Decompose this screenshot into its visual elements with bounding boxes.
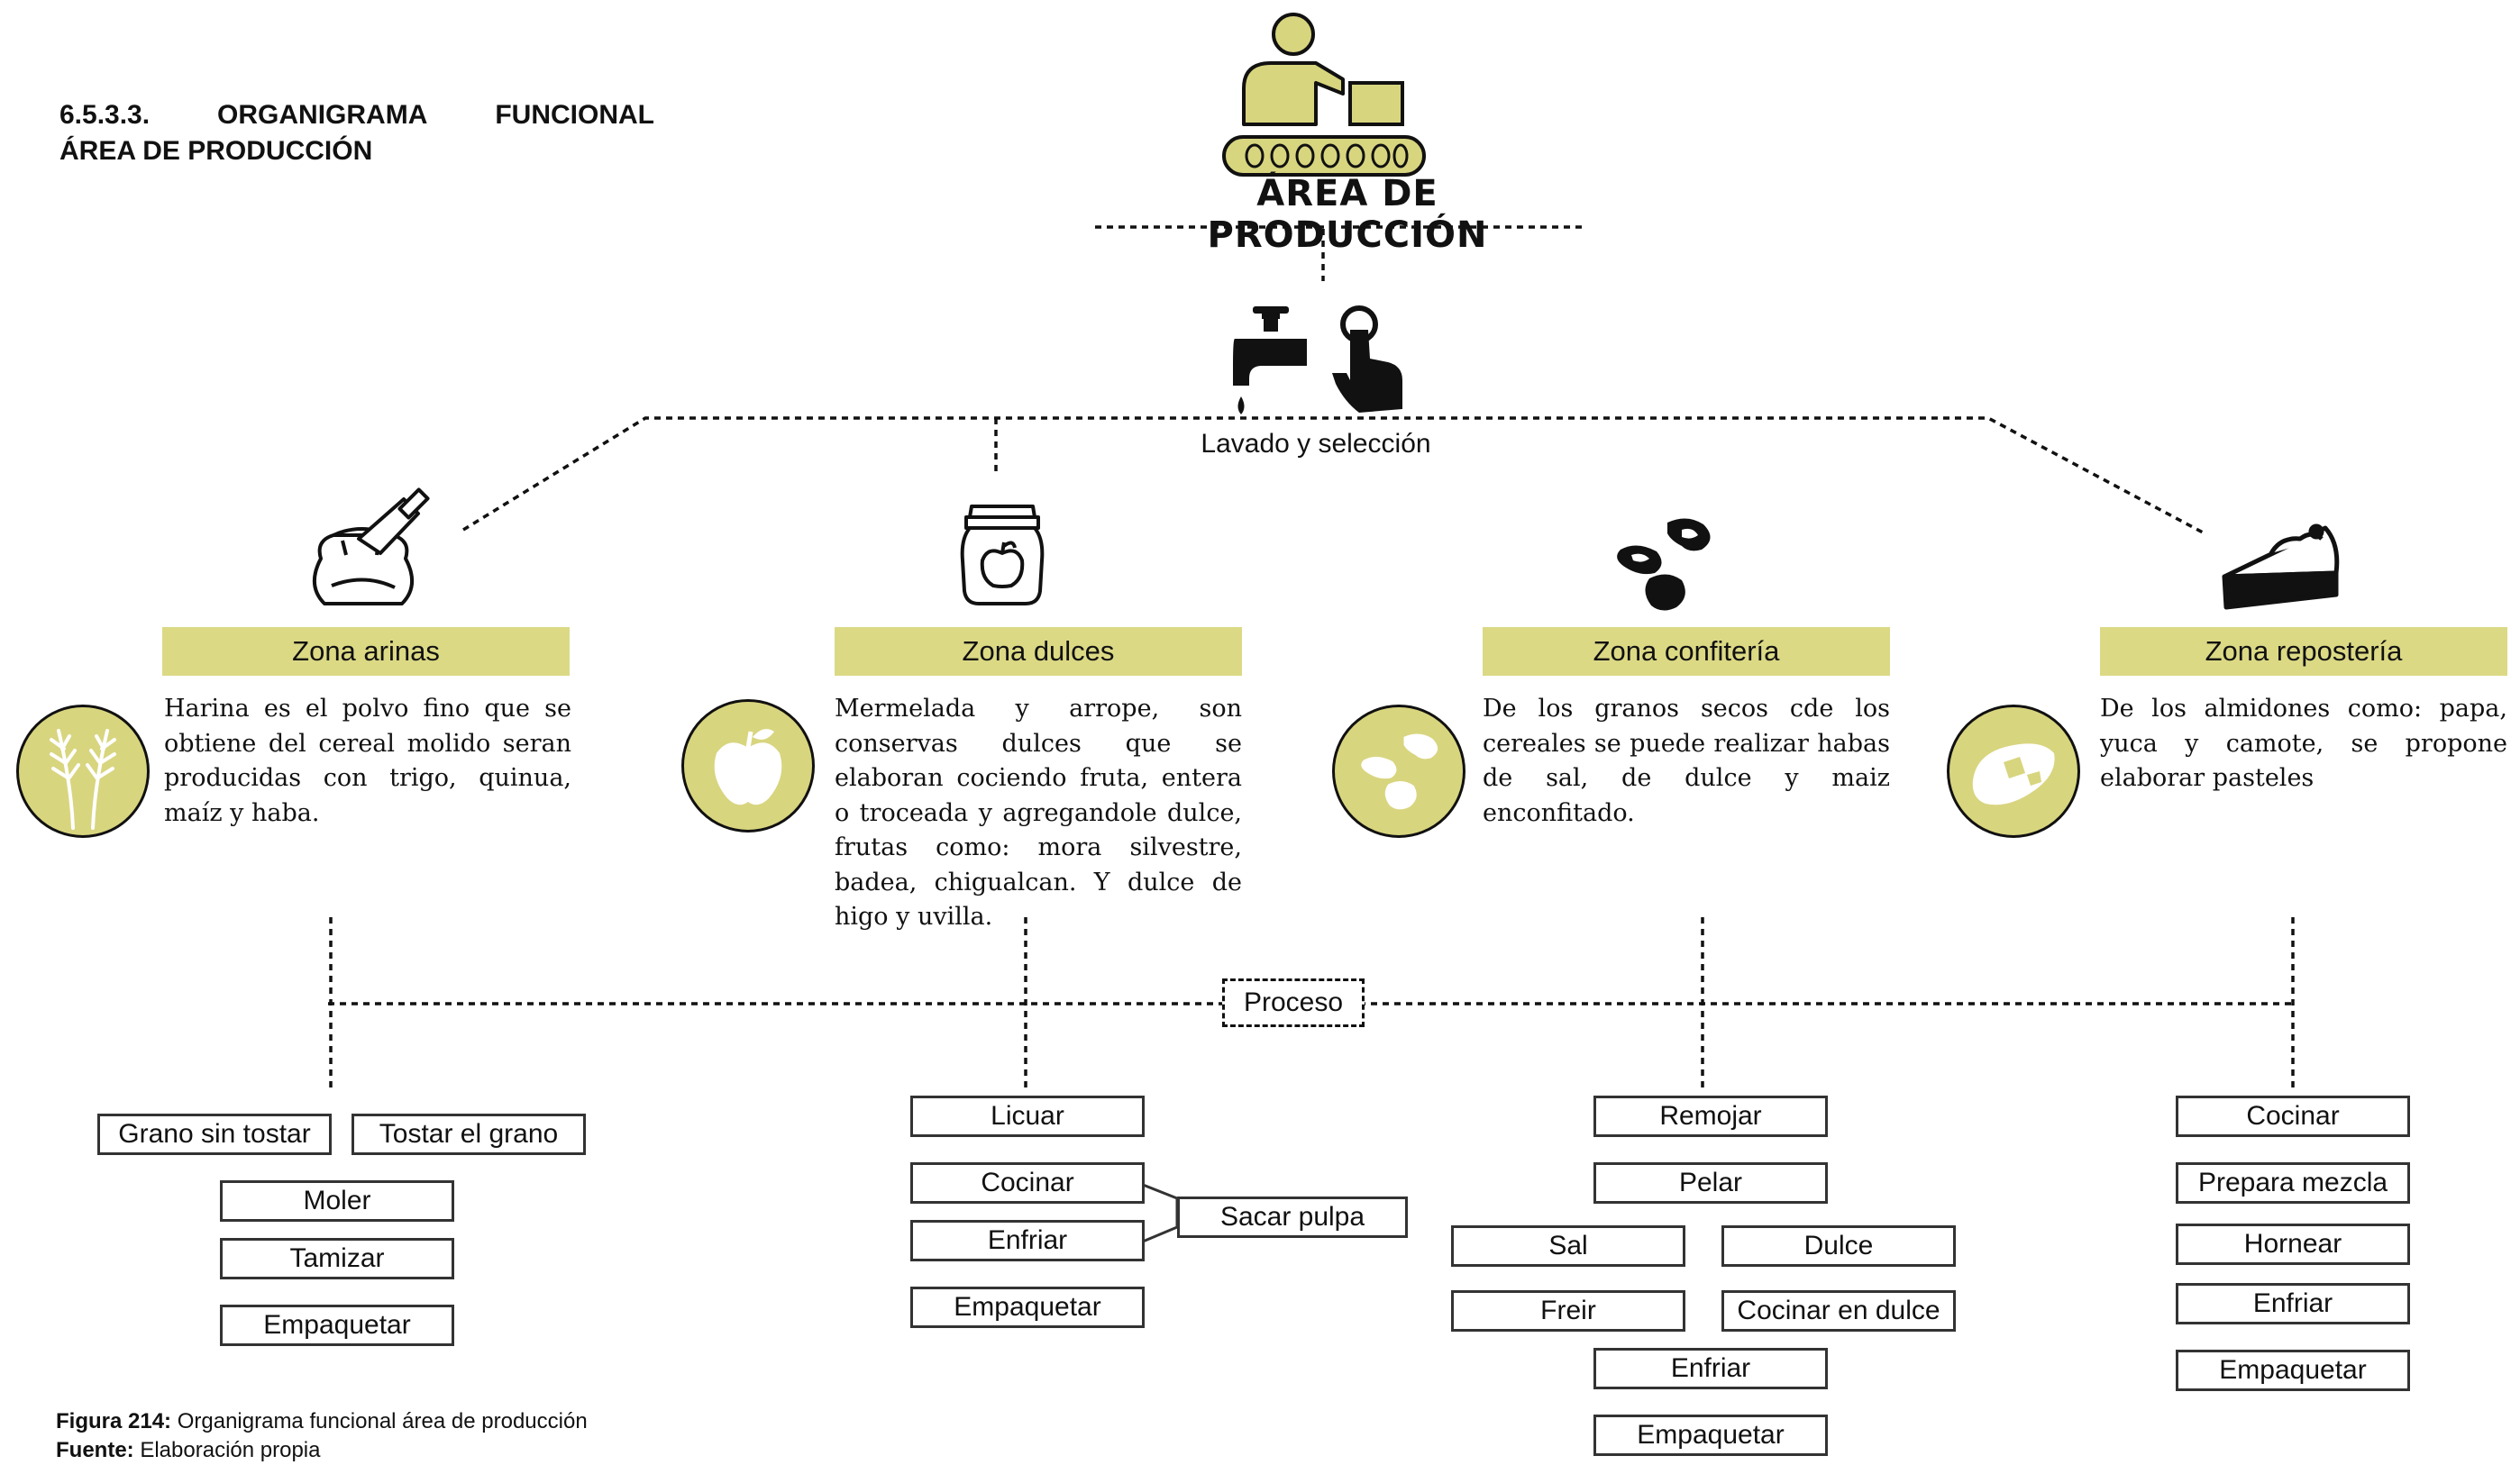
step-box: Empaquetar bbox=[910, 1287, 1145, 1328]
sweet-potato-circle bbox=[1947, 705, 2080, 838]
beans-circle bbox=[1332, 705, 1465, 838]
pie-slice-icon bbox=[2222, 523, 2340, 610]
step-box: Pelar bbox=[1593, 1162, 1828, 1204]
jam-jar-icon bbox=[960, 505, 1045, 605]
faucet-hand-icon bbox=[1233, 305, 1402, 414]
zone-confiteria-bar: Zona confitería bbox=[1483, 627, 1890, 676]
step-box: Sacar pulpa bbox=[1177, 1197, 1408, 1238]
zone-reposteria-bar: Zona repostería bbox=[2100, 627, 2507, 676]
zone-dulces-title: Zona dulces bbox=[962, 635, 1115, 667]
section-heading: 6.5.3.3. ORGANIGRAMA FUNCIONAL ÁREA DE P… bbox=[59, 97, 654, 169]
main-title: ÁREA DE PRODUCCIÓN bbox=[1207, 173, 1488, 256]
figure-label: Figura 214: bbox=[56, 1409, 172, 1433]
step-box: Empaquetar bbox=[220, 1305, 454, 1346]
zone-confiteria-description: De los granos secos cde los cereales se … bbox=[1483, 695, 1890, 827]
beans-icon bbox=[1358, 732, 1440, 812]
figure-caption: Figura 214: Organigrama funcional área d… bbox=[56, 1407, 588, 1465]
heading-word1: ORGANIGRAMA bbox=[217, 100, 428, 130]
step-box: Hornear bbox=[2176, 1224, 2410, 1265]
step-box: Empaquetar bbox=[1593, 1415, 1828, 1456]
source-text: Elaboración propia bbox=[133, 1438, 321, 1462]
wheat-circle bbox=[16, 705, 150, 838]
step-box: Cocinar bbox=[2176, 1096, 2410, 1137]
zone-arinas-title: Zona arinas bbox=[292, 635, 440, 667]
heading-word2: FUNCIONAL bbox=[495, 100, 654, 130]
zone-arinas-description: Harina es el polvo fino que se obtiene d… bbox=[164, 695, 571, 827]
step-box: Enfriar bbox=[2176, 1283, 2410, 1324]
step-box: Licuar bbox=[910, 1096, 1145, 1137]
figure-text: Organigrama funcional área de producción bbox=[171, 1409, 588, 1433]
lavado-branch-line bbox=[462, 416, 2205, 535]
step-box: Tostar el grano bbox=[352, 1114, 586, 1155]
step-box: Moler bbox=[220, 1180, 454, 1222]
step-box: Remojar bbox=[1593, 1096, 1828, 1137]
proceso-label: Proceso bbox=[1243, 987, 1344, 1017]
step-box: Freir bbox=[1451, 1290, 1685, 1332]
apple-icon bbox=[714, 729, 782, 805]
step-box: Cocinar en dulce bbox=[1721, 1290, 1956, 1332]
zone-reposteria-description: De los almidones como: papa, yuca y camo… bbox=[2100, 695, 2507, 792]
beans-icon bbox=[1617, 518, 1711, 611]
step-box: Sal bbox=[1451, 1225, 1685, 1267]
step-box: Dulce bbox=[1721, 1225, 1956, 1267]
step-box: Enfriar bbox=[1593, 1348, 1828, 1389]
proceso-box: Proceso bbox=[1222, 978, 1365, 1027]
zone-dulces-bar: Zona dulces bbox=[835, 627, 1242, 676]
step-box: Tamizar bbox=[220, 1238, 454, 1279]
step-box: Prepara mezcla bbox=[2176, 1162, 2410, 1204]
heading-number: 6.5.3.3. bbox=[59, 100, 151, 130]
zone-dulces-description: Mermelada y arrope, son conservas dulces… bbox=[835, 695, 1242, 931]
step-box: Empaquetar bbox=[2176, 1350, 2410, 1391]
source-label: Fuente: bbox=[56, 1438, 134, 1462]
lavado-label: Lavado y selección bbox=[1201, 429, 1431, 459]
step-box: Cocinar bbox=[910, 1162, 1145, 1204]
wheat-icon bbox=[50, 729, 116, 830]
heading-line2: ÁREA DE PRODUCCIÓN bbox=[59, 136, 373, 166]
zone-reposteria-title: Zona repostería bbox=[2205, 635, 2403, 667]
flour-sack-icon bbox=[313, 487, 430, 605]
sweet-potato-icon bbox=[1972, 743, 2055, 805]
zone-confiteria-title: Zona confitería bbox=[1593, 635, 1780, 667]
sacar-pulpa-bracket bbox=[1142, 1183, 1179, 1243]
step-box: Grano sin tostar bbox=[97, 1114, 332, 1155]
production-worker-icon bbox=[1222, 13, 1426, 177]
step-box: Enfriar bbox=[910, 1220, 1145, 1261]
zone-arinas-bar: Zona arinas bbox=[162, 627, 570, 676]
apple-circle bbox=[681, 699, 815, 833]
